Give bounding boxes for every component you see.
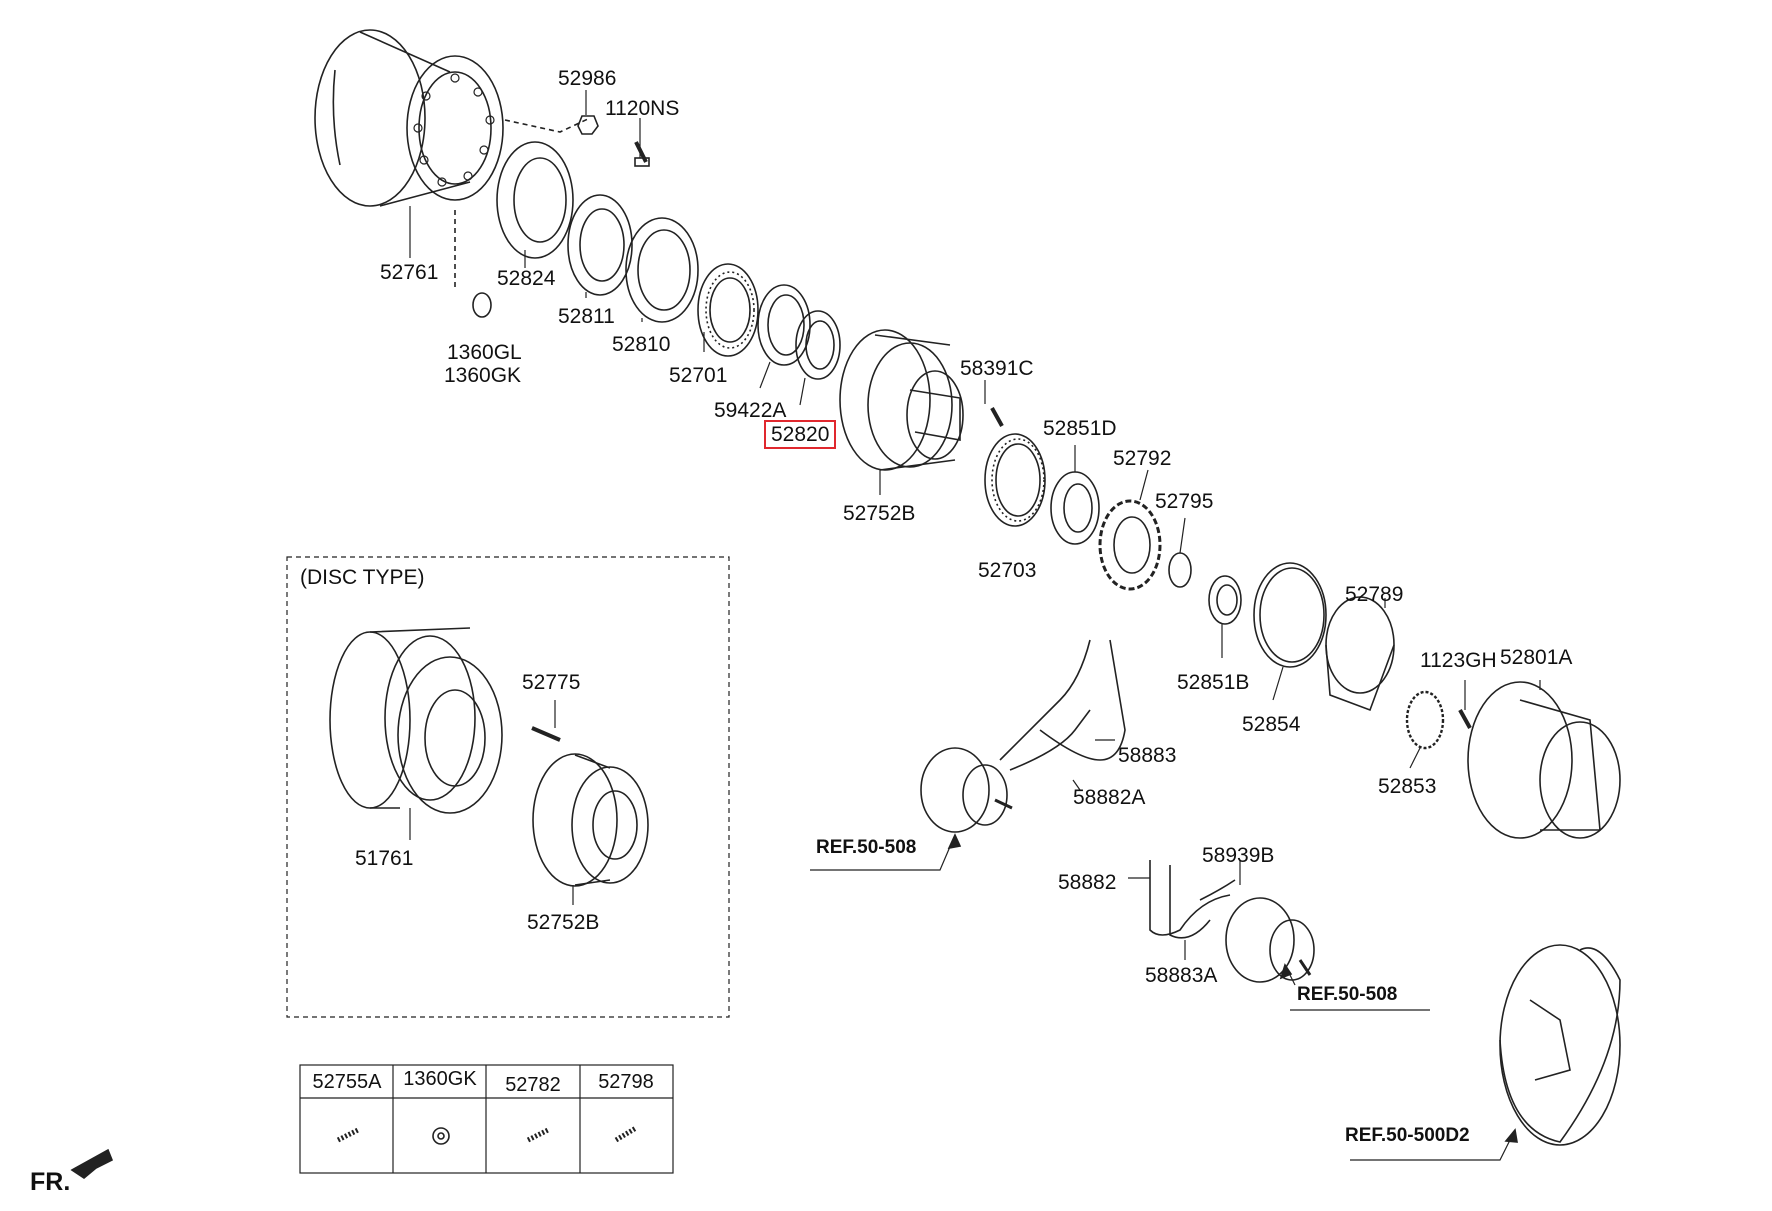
part-label-52810: 52810 (612, 333, 671, 356)
table-header-52798: 52798 (598, 1071, 654, 1093)
oil-seal-part (795, 310, 841, 380)
part-label-52851d: 52851D (1043, 417, 1117, 440)
part-label-52775: 52775 (522, 671, 581, 694)
part-label-58882: 58882 (1058, 871, 1117, 894)
ring-part (567, 194, 633, 296)
part-label-52824: 52824 (497, 267, 556, 290)
bolt-part (1458, 709, 1472, 729)
ring-part (1253, 562, 1327, 668)
sleeve-part (1325, 596, 1395, 712)
bearing-part (984, 433, 1046, 527)
fr-arrow-icon (70, 1148, 114, 1179)
screw-part (990, 407, 1004, 427)
dust-shield-part (1499, 944, 1621, 1146)
part-label-52986: 52986 (558, 67, 617, 90)
part-label-52795: 52795 (1155, 490, 1214, 513)
table-icons (336, 1125, 638, 1145)
part-label-52801a: 52801A (1500, 646, 1573, 669)
part-label-52703: 52703 (978, 559, 1037, 582)
part-label-58391c: 58391C (960, 357, 1034, 380)
ring-part (625, 217, 699, 323)
brake-chamber-left (920, 639, 1126, 833)
ref-label-50-508-left[interactable]: REF.50-508 (816, 837, 917, 858)
gear-part (1098, 499, 1162, 591)
disc-hub-part (531, 726, 649, 887)
ref-label-50-500d2[interactable]: REF.50-500D2 (1345, 1125, 1470, 1146)
part-label-58883a: 58883A (1145, 964, 1218, 987)
part-label-52752b-disc: 52752B (527, 911, 600, 934)
part-label-52811: 52811 (558, 305, 615, 328)
part-label-52789: 52789 (1345, 583, 1404, 606)
spacer-ring-part (757, 284, 811, 366)
collar-part (1050, 471, 1100, 545)
front-direction-label: FR. (30, 1168, 71, 1196)
part-label-1360gk: 1360GK (444, 364, 522, 387)
brake-drum-part (314, 29, 504, 207)
disc-leader-lines (409, 700, 574, 905)
part-label-52854: 52854 (1242, 713, 1301, 736)
part-label-52752b: 52752B (843, 502, 916, 525)
retaining-ring-part (1405, 690, 1445, 750)
washer-part (1168, 552, 1192, 588)
part-label-52820-highlighted[interactable]: 52820 (764, 420, 837, 449)
nut-bolt-parts (454, 115, 650, 318)
bearing-part (697, 263, 759, 357)
part-label-52792: 52792 (1113, 447, 1172, 470)
part-label-58939b: 58939B (1202, 844, 1275, 867)
parts-table (299, 1064, 674, 1174)
lock-nut-part (1208, 575, 1242, 625)
part-label-58882a: 58882A (1073, 786, 1146, 809)
brake-disc-part (329, 627, 503, 814)
seal-ring-part (496, 141, 574, 259)
housing-part (1467, 681, 1621, 839)
ref-arrows (947, 833, 1518, 1143)
table-header-1360gk: 1360GK (403, 1068, 477, 1090)
disc-type-box (286, 556, 730, 1018)
table-header-52782: 52782 (505, 1074, 561, 1096)
ref-label-50-508-right[interactable]: REF.50-508 (1297, 984, 1398, 1005)
part-label-59422a: 59422A (714, 399, 787, 422)
part-label-52761: 52761 (380, 261, 439, 284)
disc-type-title: (DISC TYPE) (300, 566, 425, 589)
part-label-1360gl: 1360GL (447, 341, 522, 364)
part-label-51761: 51761 (355, 847, 414, 870)
part-label-1123gh: 1123GH (1420, 649, 1497, 672)
part-label-58883: 58883 (1118, 744, 1177, 767)
table-header-52755a: 52755A (312, 1071, 382, 1093)
wheel-hub-part (839, 329, 964, 471)
part-label-52701: 52701 (669, 364, 728, 387)
part-label-52853: 52853 (1378, 775, 1437, 798)
part-label-52851b: 52851B (1177, 671, 1250, 694)
part-label-1120ns: 1120NS (605, 97, 680, 120)
